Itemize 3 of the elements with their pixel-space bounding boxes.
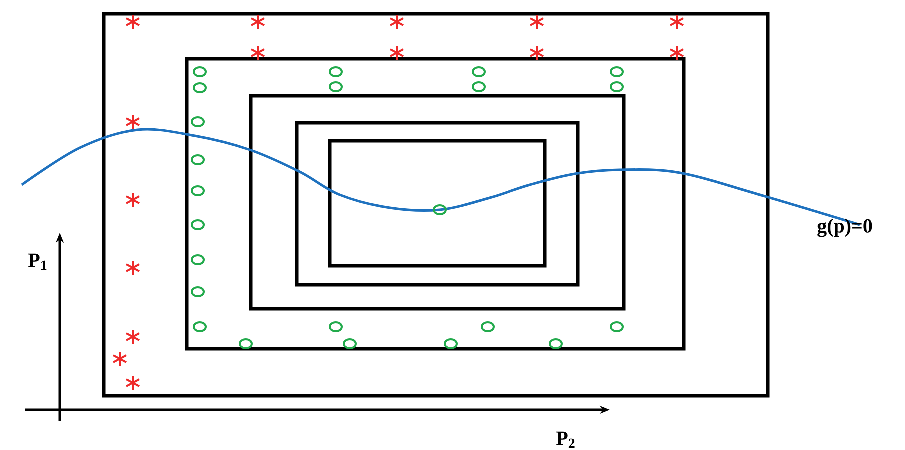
- curve-label: g(p)=0: [818, 218, 872, 238]
- axis-label: P$_{1}$: [28, 254, 47, 270]
- axis-label: P$_{2}$: [556, 432, 575, 448]
